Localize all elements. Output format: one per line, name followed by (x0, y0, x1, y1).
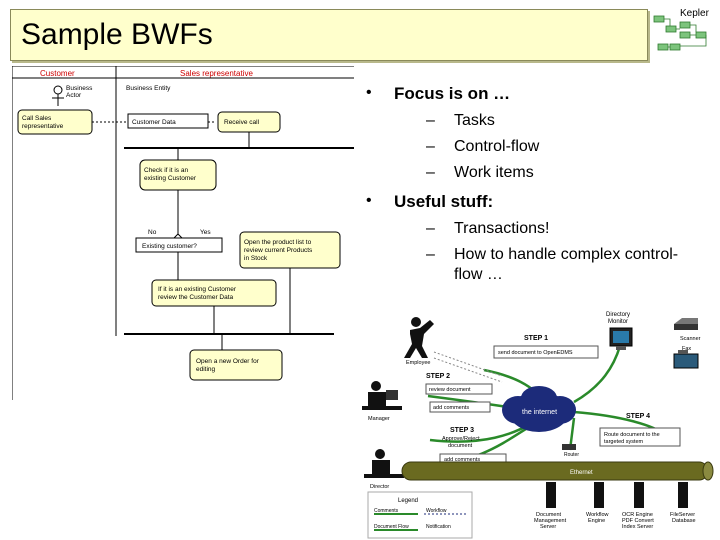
dash-icon: – (426, 138, 435, 155)
employee-label: Employee (406, 360, 430, 366)
call-sales-1: Call Sales (22, 115, 52, 122)
route-doc-1: Route document to the (604, 432, 660, 438)
step1-label: STEP 1 (524, 335, 548, 342)
step3-label: STEP 3 (450, 427, 474, 434)
employee-icon (404, 317, 434, 358)
dms-3: Server (540, 524, 556, 530)
bullet-complex-2: flow … (454, 266, 503, 283)
lane-customer: Customer (40, 69, 75, 78)
legend-comments: Comments (374, 508, 399, 514)
computer-icon (609, 327, 633, 350)
ocr-3: Index Server (622, 524, 653, 530)
step2-label: STEP 2 (426, 373, 450, 380)
dash-icon: – (426, 220, 435, 237)
scanner-label: Scanner (680, 336, 701, 342)
existing-customer-q: Existing customer? (142, 243, 197, 250)
dash-icon: – (426, 164, 435, 181)
fileserver-2: Database (672, 518, 696, 524)
dash-icon: – (426, 112, 435, 129)
ocr-2: PDF Convert (622, 518, 654, 524)
router-label: Router (564, 452, 579, 458)
branch-no: No (148, 229, 157, 236)
check-existing-2: existing Customer (144, 175, 197, 182)
manager-label: Manager (368, 416, 390, 422)
call-sales-2: representative (22, 123, 64, 130)
dir-monitor-1: Directory (606, 312, 630, 318)
dir-monitor-2: Monitor (608, 319, 628, 325)
lane-sales-rep: Sales representative (180, 69, 253, 78)
if-existing-2: review the Customer Data (158, 294, 234, 301)
open-product-1: Open the product list to (244, 239, 312, 246)
director-label: Director (370, 484, 389, 490)
fileserver-1: FileServer (670, 512, 695, 518)
dms-1: Document (536, 512, 562, 518)
server-icon (546, 482, 688, 508)
workflow-2: Engine (588, 518, 605, 524)
bullet-icon: • (366, 192, 372, 209)
bullet-transactions: Transactions! (454, 220, 550, 237)
ethernet-bus (401, 461, 714, 481)
bullet-icon: • (366, 84, 372, 101)
internet-cloud-icon (502, 386, 576, 432)
slide-title: Sample BWFs (21, 18, 213, 51)
router-icon (562, 444, 576, 450)
ethernet-label: Ethernet (570, 470, 593, 476)
bullet-focus: Focus is on … (394, 84, 511, 103)
bullet-control-flow: Control-flow (454, 138, 540, 155)
step4-label: STEP 4 (626, 413, 650, 420)
ocr-1: OCR Engine (622, 512, 653, 518)
open-order-1: Open a new Order for (196, 358, 260, 365)
fax-icon (673, 350, 699, 369)
send-doc-label: send document to OpenEDMS (498, 350, 573, 356)
review-doc-label: review document (429, 387, 471, 393)
open-product-2: review current Products (244, 247, 313, 254)
bullet-work-items: Work items (454, 164, 534, 181)
legend-document-flow: Document Flow (374, 524, 409, 530)
bullet-useful: Useful stuff: (394, 192, 494, 211)
check-existing-1: Check if it is an (144, 167, 188, 174)
uml-activity-diagram: Customer Sales representative Business A… (12, 66, 354, 400)
legend-title: Legend (398, 498, 418, 504)
add-comments-label-1: add comments (433, 405, 469, 411)
fax-label: Fax (682, 346, 691, 352)
add-comments-label-2: add comments (444, 457, 480, 463)
internet-label: the internet (522, 409, 557, 416)
manager-icon (362, 381, 402, 410)
customer-data: Customer Data (132, 119, 176, 126)
kepler-logo (653, 15, 707, 51)
open-order-2: editing (196, 366, 216, 373)
branch-yes: Yes (200, 229, 211, 236)
business-actor-label-1: Business (66, 85, 93, 92)
approve-1: Approve/Reject (442, 436, 480, 442)
approve-2: document (448, 443, 473, 449)
bullet-tasks: Tasks (454, 112, 495, 129)
open-product-3: in Stock (244, 255, 268, 262)
if-existing-1: If it is an existing Customer (158, 286, 237, 293)
document-flow-diagram: Employee STEP 1 send document to OpenEDM… (334, 306, 720, 540)
bullet-complex-1: How to handle complex control- (454, 246, 679, 263)
business-actor-label-2: Actor (66, 92, 82, 99)
director-icon (364, 449, 404, 478)
business-entity-label: Business Entity (126, 85, 171, 92)
route-doc-2: targeted system (604, 439, 644, 445)
workflow-1: Workflow (586, 512, 609, 518)
legend-notification: Notification (426, 524, 451, 530)
receive-call: Receive call (224, 119, 260, 126)
slide-title-bar: Sample BWFs (10, 9, 648, 61)
dash-icon: – (426, 246, 435, 263)
legend-workflow: Workflow (426, 508, 447, 514)
logo-label: Kepler (680, 8, 709, 19)
scanner-icon (674, 318, 698, 330)
dms-2: Management (534, 518, 567, 524)
